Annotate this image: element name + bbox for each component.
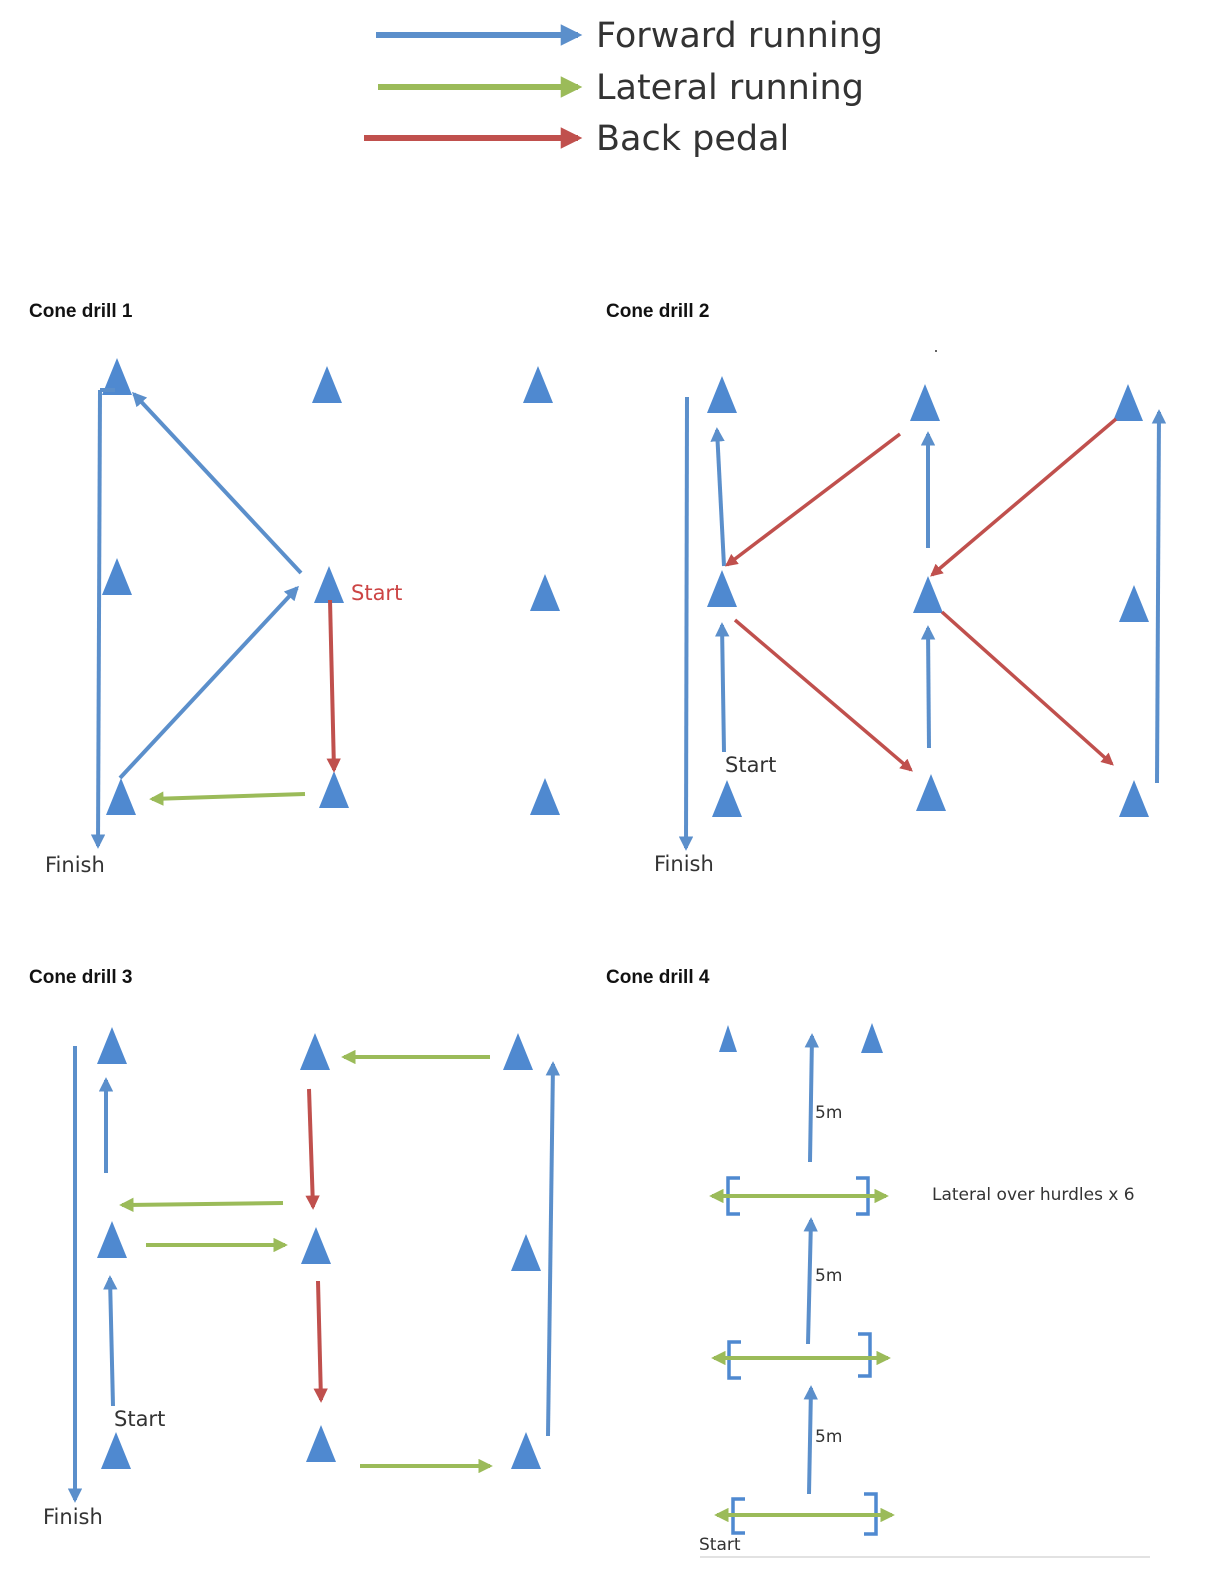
cone-icon xyxy=(712,780,742,817)
forward-arrow xyxy=(103,1275,118,1407)
drill-3-paths xyxy=(67,1046,561,1503)
back-pedal-arrow xyxy=(733,618,913,772)
back-pedal-arrow xyxy=(724,432,902,567)
drill-4-title: Cone drill 4 xyxy=(606,967,710,988)
forward-arrow xyxy=(1151,409,1167,784)
cone-icon xyxy=(314,566,344,603)
drill-2-start-label: Start xyxy=(725,753,776,777)
cone-icon xyxy=(913,576,943,613)
hurdle-1 xyxy=(709,1176,889,1216)
cone-icon xyxy=(301,1227,331,1264)
drill-1-paths xyxy=(90,388,341,849)
drill-1-cones xyxy=(102,358,560,815)
legend-item-back-pedal: Back pedal xyxy=(364,119,789,159)
drill-2-cones xyxy=(707,376,1149,817)
lateral-arrow xyxy=(149,791,306,806)
cone-icon xyxy=(503,1033,533,1070)
forward-arrow xyxy=(545,1061,561,1437)
cone-icon xyxy=(707,570,737,607)
cone-icon xyxy=(511,1432,541,1469)
cone-icon xyxy=(1119,780,1149,817)
cone-icon xyxy=(530,574,560,611)
cone-icon xyxy=(106,778,136,815)
back-pedal-arrow xyxy=(305,1088,320,1210)
cone-icon xyxy=(312,366,342,403)
forward-arrow xyxy=(803,1385,818,1495)
cone-icon xyxy=(102,558,132,595)
forward-arrow xyxy=(90,389,106,849)
hurdle-2 xyxy=(711,1332,891,1380)
cone-drill-2: Cone drill 2 Start Finish xyxy=(606,301,1167,876)
cone-icon xyxy=(101,1432,131,1469)
forward-arrow xyxy=(710,427,726,567)
hurdle-bracket-right xyxy=(858,1332,872,1378)
drill-1-start-label: Start xyxy=(351,581,402,605)
cone-icon xyxy=(1119,585,1149,622)
cone-icon xyxy=(910,384,940,421)
cone-icon xyxy=(319,771,349,808)
legend-item-lateral: Lateral running xyxy=(378,68,864,108)
cone-icon xyxy=(300,1033,330,1070)
cone-icon xyxy=(707,376,737,413)
legend: Forward running Lateral running Back ped… xyxy=(364,16,883,159)
drill-3-cones xyxy=(97,1027,541,1469)
drill-4-start-label: Start xyxy=(699,1535,741,1555)
drill-4-forward-paths xyxy=(803,1033,820,1495)
cone-icon xyxy=(97,1027,127,1064)
cone-icon xyxy=(1113,384,1143,421)
drill-2-title: Cone drill 2 xyxy=(606,301,709,322)
back-pedal-arrow xyxy=(930,417,1118,577)
drill-4-cones xyxy=(719,1023,883,1053)
forward-arrow xyxy=(678,396,694,851)
back-pedal-arrow xyxy=(326,599,341,773)
cone-icon xyxy=(102,358,132,395)
legend-label-lateral: Lateral running xyxy=(596,68,864,108)
cone-icon xyxy=(861,1023,883,1053)
legend-label-back-pedal: Back pedal xyxy=(596,119,789,159)
cone-drill-1: Cone drill 1 Start Finish xyxy=(29,301,560,877)
cone-icon xyxy=(306,1425,336,1462)
cone-drill-4: Cone drill 4 5m 5m 5m Lateral o xyxy=(606,967,1150,1558)
forward-arrow xyxy=(118,585,299,780)
forward-arrow xyxy=(803,1217,818,1345)
forward-arrow xyxy=(714,622,730,753)
drill-1-finish-label: Finish xyxy=(45,853,105,877)
back-pedal-arrow xyxy=(940,610,1114,766)
dot-mark xyxy=(935,350,937,352)
forward-arrow xyxy=(132,391,303,575)
drill-2-finish-label: Finish xyxy=(654,852,714,876)
cone-icon xyxy=(530,778,560,815)
forward-arrow xyxy=(920,625,936,749)
forward-arrow xyxy=(804,1033,820,1163)
drill-2-paths xyxy=(678,396,1167,851)
cone-icon xyxy=(511,1234,541,1271)
cone-icon xyxy=(97,1221,127,1258)
hurdle-note: Lateral over hurdles x 6 xyxy=(932,1185,1135,1205)
distance-label-top: 5m xyxy=(815,1103,842,1123)
drill-3-start-label: Start xyxy=(114,1407,165,1431)
distance-label-bottom: 5m xyxy=(815,1427,842,1447)
legend-label-forward: Forward running xyxy=(596,16,883,56)
drill-3-title: Cone drill 3 xyxy=(29,967,132,988)
legend-item-forward: Forward running xyxy=(376,16,883,56)
drill-1-title: Cone drill 1 xyxy=(29,301,133,322)
cone-icon xyxy=(916,774,946,811)
drill-3-finish-label: Finish xyxy=(43,1505,103,1529)
cone-icon xyxy=(719,1025,737,1052)
cone-drill-3: Cone drill 3 Start Finish xyxy=(29,967,561,1529)
distance-label-middle: 5m xyxy=(815,1266,842,1286)
lateral-arrow xyxy=(119,1197,284,1213)
cone-icon xyxy=(523,366,553,403)
back-pedal-arrow xyxy=(313,1280,328,1403)
hurdle-3 xyxy=(714,1492,895,1536)
